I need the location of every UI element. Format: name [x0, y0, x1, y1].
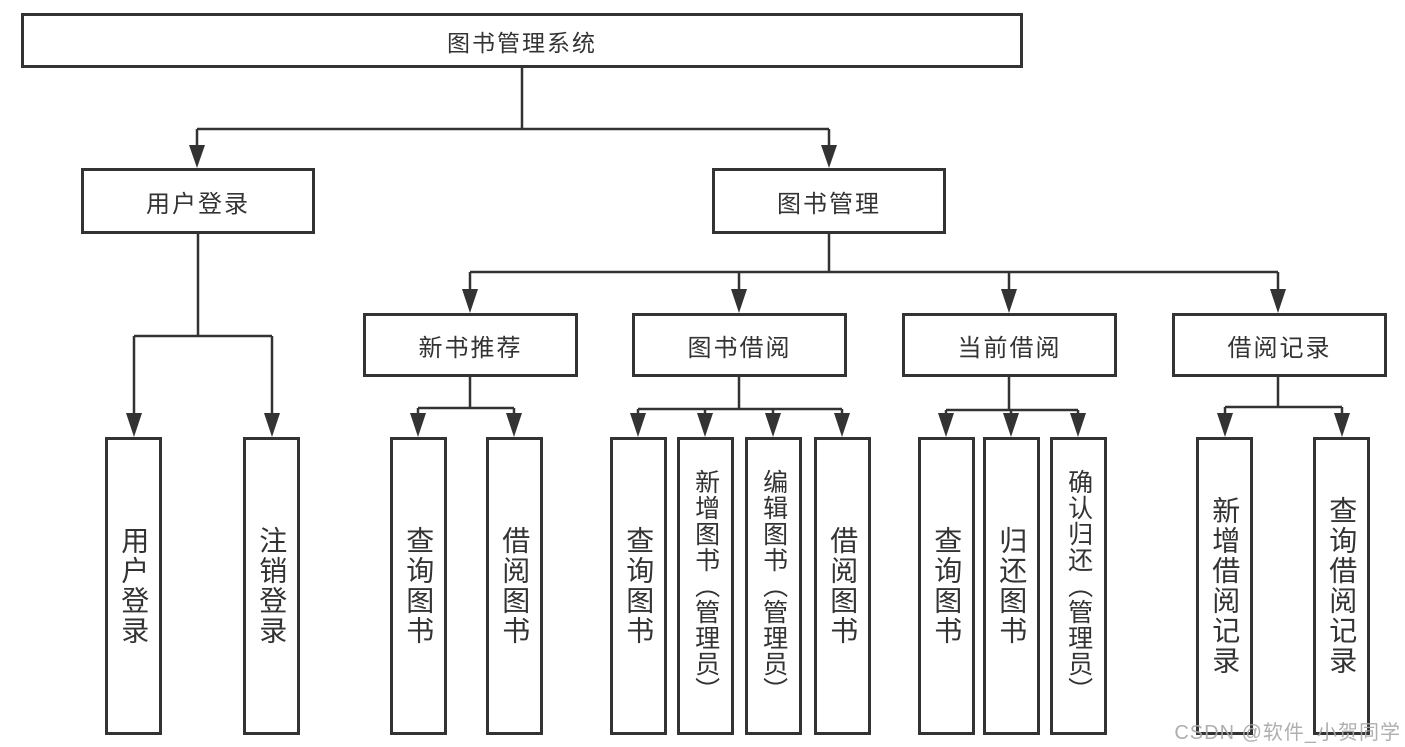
csdn-watermark: CSDN @软件_小贺同学 [1174, 722, 1401, 744]
leaf-borrow-book: 借阅图书 [814, 437, 871, 735]
leaf-user-login: 用户登录 [105, 437, 162, 735]
node-book-management: 图书管理 [712, 168, 946, 234]
leaf-query-book-borrow: 查询图书 [610, 437, 667, 735]
node-new-book-recommend: 新书推荐 [363, 313, 578, 377]
leaf-logout: 注销登录 [243, 437, 300, 735]
leaf-confirm-return-admin: 确认归还（管理员） [1050, 437, 1107, 735]
leaf-query-book-recommend: 查询图书 [390, 437, 447, 735]
node-library-management-system: 图书管理系统 [21, 13, 1023, 68]
leaf-query-borrow-record: 查询借阅记录 [1313, 437, 1370, 735]
leaf-add-borrow-record: 新增借阅记录 [1196, 437, 1253, 735]
leaf-edit-book-admin: 编辑图书（管理员） [745, 437, 802, 735]
node-book-borrow: 图书借阅 [632, 313, 847, 377]
leaf-return-book: 归还图书 [983, 437, 1040, 735]
leaf-add-book-admin: 新增图书（管理员） [677, 437, 734, 735]
node-borrow-record: 借阅记录 [1172, 313, 1387, 377]
node-current-borrow: 当前借阅 [902, 313, 1117, 377]
leaf-borrow-book-recommend: 借阅图书 [486, 437, 543, 735]
node-user-login: 用户登录 [81, 168, 315, 234]
leaf-query-book-current: 查询图书 [918, 437, 975, 735]
